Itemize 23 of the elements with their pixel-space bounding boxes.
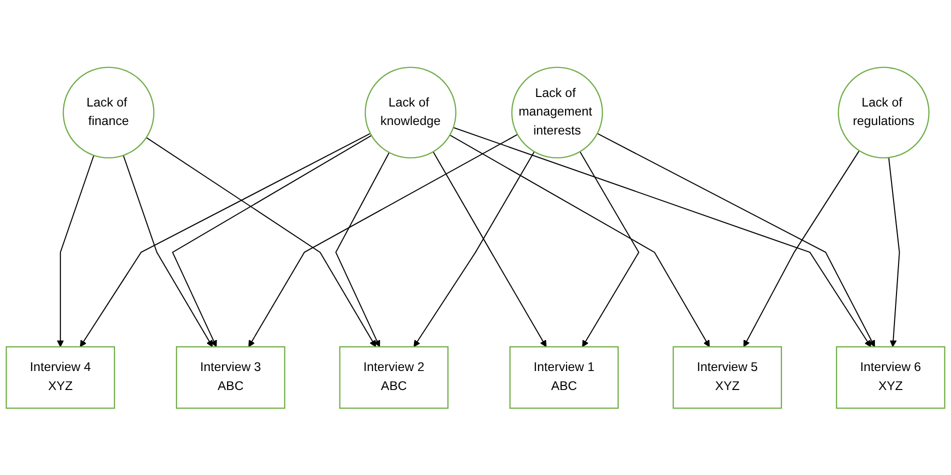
node-circle: Lack of management interests [511,66,603,158]
arrow [335,152,390,347]
arrow [743,150,860,347]
arrow [580,151,640,347]
arrow [248,134,518,347]
node-box: Interview 5 XYZ [672,346,782,409]
arrow [453,126,872,347]
node-circle: Lack of knowledge [364,66,456,158]
arrow [432,151,547,347]
arrow [122,154,213,347]
arrow [597,132,875,347]
arrow [80,132,371,347]
arrow [888,157,900,347]
node-circle: Lack of finance [62,66,154,158]
arrow [414,151,535,347]
node-circle: Lack of regulations [838,66,930,158]
node-box: Interview 6 XYZ [836,346,946,409]
node-box: Interview 2 ABC [339,346,449,409]
arrow [56,154,94,347]
node-box: Interview 4 XYZ [6,346,116,409]
node-box: Interview 1 ABC [509,346,619,409]
node-box: Interview 3 ABC [176,346,286,409]
arrow [450,134,710,347]
